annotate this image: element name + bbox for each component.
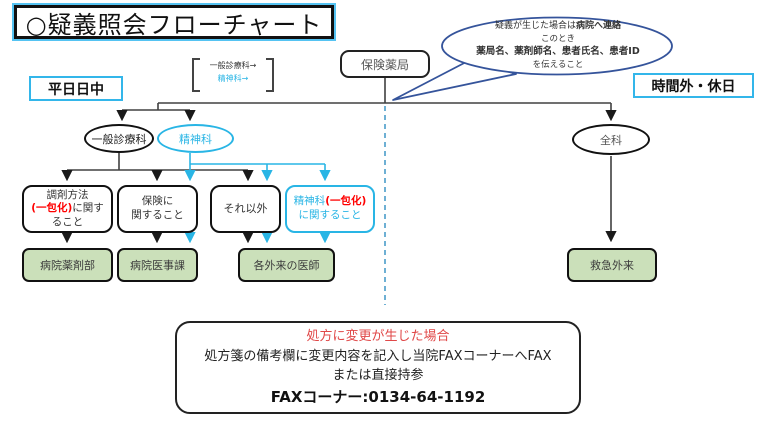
node-other-matters: それ以外 [210, 185, 281, 233]
node-psychiatry-packaging-text: 精神科(一包化) に関すること [293, 195, 367, 221]
node-medical-affairs-dept-text: 病院医事課 [130, 259, 185, 272]
fax-note-line-2: 処方箋の備考欄に変更内容を記入し当院FAXコーナーへFAX [204, 348, 552, 364]
node-insurance-matters-text: 保険に 関すること [131, 195, 184, 221]
legend-note: 一般診療科→ 精神科→ [192, 58, 274, 92]
node-all-depts-text: 全科 [600, 133, 622, 147]
callout-line-4: を伝えること [532, 60, 584, 71]
page-title: ○疑義照会フローチャート [12, 3, 336, 41]
legend-line-general: 一般診療科→ [209, 61, 257, 70]
fax-note-box: 処方に変更が生じた場合 処方箋の備考欄に変更内容を記入し当院FAXコーナーへFA… [175, 321, 581, 414]
bracket-right-icon [266, 58, 274, 92]
legend-line-psychiatry: 精神科→ [217, 73, 249, 83]
afterhours-label-text: 時間外・休日 [651, 78, 736, 95]
bracket-left-icon [192, 58, 200, 92]
node-hospital-pharmacy-dept-text: 病院薬剤部 [40, 259, 95, 272]
node-pharmacy: 保険薬局 [340, 50, 430, 78]
callout-note: 疑義が生じた場合は病院へ連絡 このとき 薬局名、薬剤師名、患者氏名、患者ID を… [447, 20, 669, 71]
fax-corner-number: FAXコーナー:0134-64-1192 [270, 387, 486, 406]
node-other-matters-text: それ以外 [223, 201, 268, 215]
fax-note-heading: 処方に変更が生じた場合 [306, 329, 450, 344]
node-dispensing-method: 調剤方法 (一包化)に関す ること [22, 185, 113, 233]
weekday-label-text: 平日日中 [48, 81, 104, 98]
legend-note-text: 一般診療科→ 精神科→ [192, 58, 274, 86]
node-all-depts: 全科 [572, 124, 650, 155]
node-dispensing-method-text: 調剤方法 (一包化)に関す ること [31, 188, 104, 228]
page-title-text: ○疑義照会フローチャート [25, 10, 323, 39]
fax-note-line-3: または直接持参 [332, 368, 424, 383]
node-hospital-pharmacy-dept: 病院薬剤部 [22, 248, 113, 282]
node-outpatient-doctors: 各外来の医師 [238, 248, 335, 282]
afterhours-label: 時間外・休日 [633, 73, 754, 98]
weekday-label: 平日日中 [29, 76, 123, 101]
node-psychiatry-dept-text: 精神科 [179, 132, 212, 146]
node-medical-affairs-dept: 病院医事課 [117, 248, 198, 282]
callout-line-2: このとき [540, 34, 575, 45]
node-psychiatry-packaging: 精神科(一包化) に関すること [285, 185, 375, 233]
node-general-dept: 一般診療科 [84, 124, 154, 153]
callout-line-3: 薬局名、薬剤師名、患者氏名、患者ID [476, 46, 640, 58]
node-emergency-outpatient: 救急外来 [567, 248, 657, 282]
node-psychiatry-dept: 精神科 [157, 124, 234, 153]
node-pharmacy-text: 保険薬局 [360, 57, 409, 72]
node-emergency-outpatient-text: 救急外来 [590, 259, 634, 272]
node-general-dept-text: 一般診療科 [91, 132, 147, 146]
node-insurance-matters: 保険に 関すること [117, 185, 198, 233]
node-outpatient-doctors-text: 各外来の医師 [253, 259, 320, 272]
callout-line-1: 疑義が生じた場合は病院へ連絡 [494, 21, 622, 31]
